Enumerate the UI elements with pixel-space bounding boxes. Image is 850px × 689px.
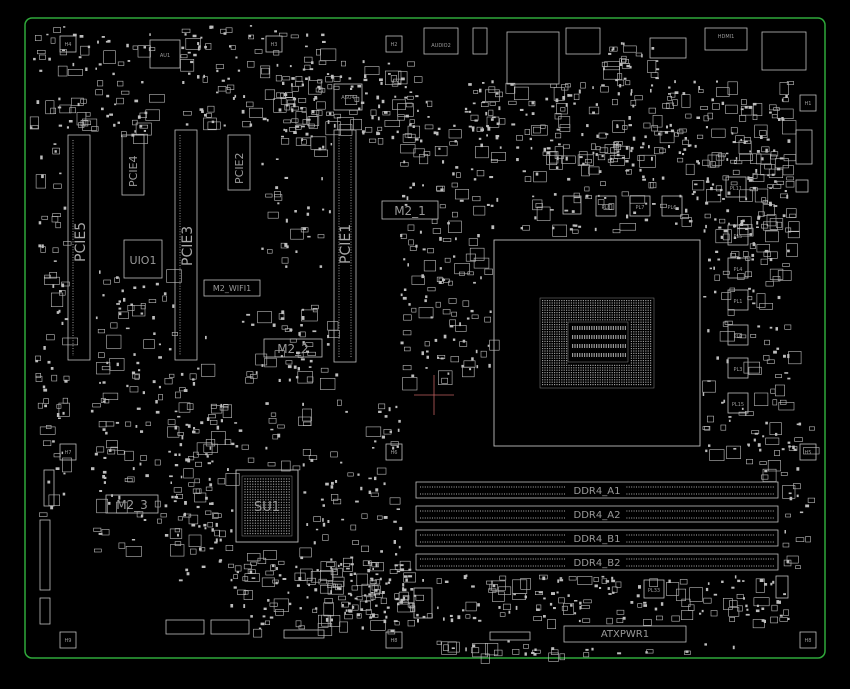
pcie-pins <box>72 135 352 358</box>
atxpwr1-label: ATXPWR1 <box>601 629 649 640</box>
mounting-holes <box>59 35 817 649</box>
hole-label-h2: H2 <box>391 42 398 48</box>
m2-1-slot <box>381 200 439 220</box>
hole-label-h5: H5 <box>805 450 812 456</box>
svg-text:PL8: PL8 <box>602 205 611 211</box>
svg-text:PL6: PL6 <box>668 205 677 211</box>
audio2-label: AUDIO2 <box>431 43 451 49</box>
ddr4-a1-label: DDR4_A1 <box>574 486 621 497</box>
usb-stack-1 <box>506 31 560 85</box>
hole-label-h7: H7 <box>65 450 72 456</box>
svg-text:PL3: PL3 <box>734 367 743 373</box>
ddr4-a2-slot <box>415 505 779 523</box>
pcie2-slot <box>227 134 251 191</box>
audio-jack <box>472 27 488 55</box>
hole-label-h3: H3 <box>271 42 278 48</box>
vrm-inductor-labels: PL8 PL7 PL6 PL11 PL5 PL4 PL1 PL2 PL3 PL1… <box>602 186 745 594</box>
ddr4-slots <box>415 481 779 571</box>
ddr4-b1-label: DDR4_B1 <box>574 534 621 545</box>
svg-text:PL7: PL7 <box>636 205 645 211</box>
asu4-chip <box>333 83 363 111</box>
m2-1-label: M2_1 <box>394 204 426 218</box>
hole-label-h8-right: H8 <box>805 638 812 644</box>
svg-text:PL33: PL33 <box>648 588 660 594</box>
m2-slots <box>105 200 439 514</box>
hole-label-h8: H8 <box>391 638 398 644</box>
pcie1-slot <box>333 129 357 363</box>
mounting-hole-labels: H4 H3 H2 H1 H7 H6 H5 H9 H8 H8 <box>65 42 812 644</box>
hole-h5 <box>799 443 817 461</box>
m2-wifi1-label: M2_WIFI1 <box>213 284 251 293</box>
hole-h4 <box>59 35 77 53</box>
cpu-pin-field <box>539 297 655 389</box>
hole-h1 <box>799 94 817 112</box>
su1-chipset <box>235 469 299 543</box>
hdmi1-connector <box>704 27 748 51</box>
hole-label-h9: H9 <box>65 638 72 644</box>
hole-label-h6: H6 <box>391 450 398 456</box>
asu4-label: ASU4 <box>341 95 354 101</box>
bottom-headers <box>39 129 813 641</box>
m2-2-slot <box>263 338 323 358</box>
hole-h3 <box>265 35 283 53</box>
cpu-socket <box>493 239 701 447</box>
su1-label: SU1 <box>254 500 280 515</box>
pcie3-slot <box>174 129 198 361</box>
pcie5-slot <box>67 134 91 361</box>
ddr4-b2-slot <box>415 553 779 571</box>
vrm-inductors <box>562 176 749 599</box>
hdmi1-label: HDMI1 <box>718 34 735 40</box>
hole-label-h1: H1 <box>805 101 812 107</box>
su1-ball-grid <box>244 478 290 535</box>
svg-text:PL5: PL5 <box>734 234 743 240</box>
ddr4-b2-label: DDR4_B2 <box>574 558 621 569</box>
au1-chip <box>149 39 181 69</box>
usb-stack-2 <box>565 27 601 55</box>
svg-text:PL4: PL4 <box>734 267 743 273</box>
m2-3-slot <box>105 494 159 514</box>
uio1-chip <box>123 239 163 279</box>
audio2-connector <box>423 27 459 55</box>
pcie3-label: PCIE3 <box>180 226 196 266</box>
svg-text:PL1: PL1 <box>734 299 743 305</box>
hole-h7 <box>59 443 77 461</box>
hole-h9 <box>59 631 77 649</box>
small-components <box>29 25 820 664</box>
m2-2-label: M2_2 <box>277 342 309 356</box>
cpu-pin-grid <box>542 300 652 386</box>
pcie-slots <box>67 129 357 363</box>
svg-text:PL15: PL15 <box>732 402 744 408</box>
ddr4-b1-slot <box>415 529 779 547</box>
atxpwr1-connector <box>563 625 687 643</box>
hole-h8b <box>799 631 817 649</box>
rear-io <box>149 27 807 111</box>
hole-h2 <box>385 35 403 53</box>
cursor-crosshair <box>414 375 454 415</box>
pcie2-label: PCIE2 <box>233 152 246 184</box>
hole-h6 <box>385 443 403 461</box>
hole-label-h4: H4 <box>65 42 72 48</box>
ddr4-a2-label: DDR4_A2 <box>574 510 621 521</box>
board-outline <box>24 17 826 659</box>
svg-text:PL11: PL11 <box>730 186 742 192</box>
pcie5-label: PCIE5 <box>73 222 89 262</box>
pcie1-label: PCIE1 <box>338 224 354 264</box>
pcie4-slot <box>121 134 145 196</box>
svg-text:PL2: PL2 <box>734 334 743 340</box>
m2-wifi1-slot <box>203 279 261 297</box>
ddr4-a1-slot <box>415 481 779 499</box>
hole-h8 <box>385 631 403 649</box>
pcie4-label: PCIE4 <box>127 155 140 187</box>
ddr4-labels: DDR4_A1 DDR4_A2 DDR4_B1 DDR4_B2 <box>565 484 625 569</box>
rj45-connector <box>761 31 807 71</box>
m2-3-label: M2_3 <box>116 498 148 512</box>
uio1-label: UIO1 <box>130 254 157 267</box>
au1-label: AU1 <box>160 53 170 59</box>
vga-connector <box>649 37 687 59</box>
